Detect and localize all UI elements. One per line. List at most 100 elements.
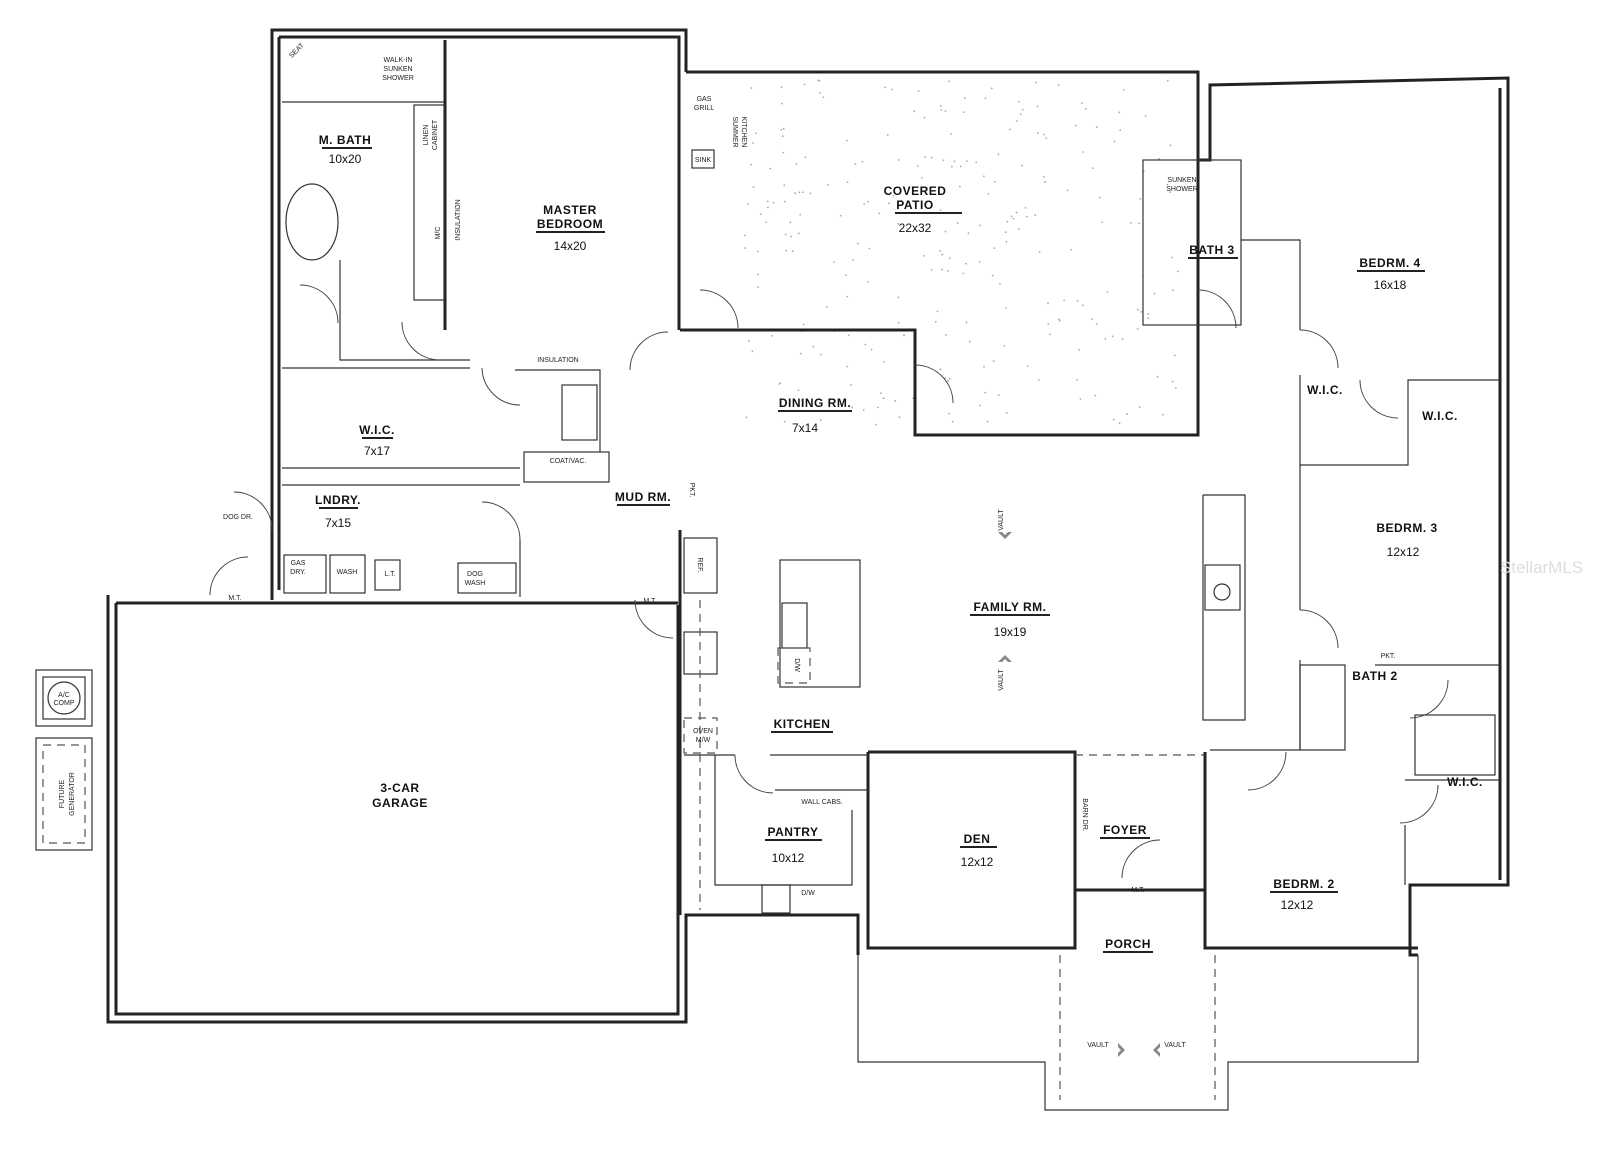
patio-stipple-dot xyxy=(1043,133,1045,136)
patio-stipple-dot xyxy=(1015,120,1018,123)
room-name: GARAGE xyxy=(372,796,428,810)
patio-stipple-dot xyxy=(958,185,961,188)
ac-label: A/C xyxy=(58,692,70,699)
room-family: FAMILY RM.19x19 xyxy=(973,600,1046,639)
patio-stipple-dot xyxy=(744,234,746,237)
patio-stipple-dot xyxy=(812,345,815,348)
patio-stipple-dot xyxy=(898,416,901,419)
room-name: PORCH xyxy=(1105,937,1151,951)
oven-label: M/W xyxy=(696,737,711,744)
patio-stipple-dot xyxy=(913,110,916,113)
room-master-wic: W.I.C.7x17 xyxy=(359,423,394,458)
patio-stipple-dot xyxy=(771,334,773,337)
patio-stipple-dot xyxy=(923,116,926,119)
pocket-door-label: PKT. xyxy=(1381,653,1396,660)
patio-stipple-dot xyxy=(1063,299,1065,302)
patio-stipple-dot xyxy=(759,213,762,216)
patio-stipple-dot xyxy=(801,191,804,194)
patio-stipple-dot xyxy=(942,159,945,162)
patio-stipple-dot xyxy=(1057,84,1060,86)
patio-stipple-dot xyxy=(783,184,786,187)
patio-stipple-dot xyxy=(1012,217,1015,220)
patio-stipple-dot xyxy=(802,323,805,326)
patio-stipple-dot xyxy=(888,202,890,205)
linen-label: LINEN xyxy=(423,125,430,146)
patio-stipple-dot xyxy=(1118,422,1121,425)
room-name: BEDRM. 4 xyxy=(1359,256,1420,270)
room-dims: 16x18 xyxy=(1374,278,1407,292)
patio-stipple-dot xyxy=(1095,323,1098,326)
room-dims: 7x15 xyxy=(325,516,351,530)
patio-stipple-dot xyxy=(1005,240,1008,243)
patio-stipple-dot xyxy=(1106,291,1109,293)
fridge-label: REF. xyxy=(696,557,703,572)
patio-stipple-dot xyxy=(916,165,919,168)
patio-stipple-dot xyxy=(1091,318,1094,320)
dog-wash-label: DOG xyxy=(467,571,483,578)
patio-stipple-dot xyxy=(990,87,993,90)
patio-stipple-dot xyxy=(790,235,792,238)
patio-stipple-dot xyxy=(987,193,990,195)
patio-stipple-dot xyxy=(1021,108,1024,111)
patio-stipple-dot xyxy=(984,391,987,394)
patio-stipple-dot xyxy=(864,343,867,346)
patio-stipple-dot xyxy=(861,160,864,163)
dog-door-label: DOG DR. xyxy=(223,514,253,521)
patio-stipple-dot xyxy=(877,406,879,409)
room-name: DINING RM. xyxy=(779,396,851,410)
room-wic-bedrm4-b: W.I.C. xyxy=(1422,409,1457,423)
patio-stipple-dot xyxy=(1006,220,1009,223)
room-bedrm-4: BEDRM. 4 16x18 xyxy=(1359,256,1420,292)
patio-stipple-dot xyxy=(948,80,950,83)
patio-stipple-dot xyxy=(1166,79,1169,82)
patio-stipple-dot xyxy=(934,320,937,323)
room-name: LNDRY. xyxy=(315,493,361,507)
laundry-tub-label: L.T. xyxy=(384,571,395,578)
room-dims: 12x12 xyxy=(961,855,994,869)
patio-stipple-dot xyxy=(1138,406,1141,408)
patio-stipple-dot xyxy=(1024,206,1027,209)
watermark: StellarMLS xyxy=(1500,558,1583,577)
sink-label: SINK xyxy=(695,157,712,164)
patio-stipple-dot xyxy=(886,134,889,136)
patio-stipple-dot xyxy=(779,398,782,401)
dishwasher-label: D/W xyxy=(801,890,815,897)
patio-stipple-dot xyxy=(766,200,769,203)
patio-stipple-dot xyxy=(1036,105,1039,108)
patio-stipple-dot xyxy=(897,223,900,225)
dishwasher-label: D/W xyxy=(793,658,800,672)
patio-stipple-dot xyxy=(956,222,959,224)
patio-stipple-dot xyxy=(950,133,952,135)
label-underlines xyxy=(319,147,1425,953)
patio-stipple-dot xyxy=(944,230,947,233)
room-name: FAMILY RM. xyxy=(973,600,1046,614)
seat-label: SEAT xyxy=(288,42,306,60)
room-name: W.I.C. xyxy=(1447,775,1483,789)
patio-stipple-dot xyxy=(993,181,996,183)
shower-label: WALK-IN xyxy=(384,57,413,64)
patio-stipple-dot xyxy=(878,212,881,215)
patio-stipple-dot xyxy=(1017,227,1020,230)
patio-stipple-dot xyxy=(1019,113,1022,116)
patio-stipple-dot xyxy=(1058,319,1061,322)
patio-stipple-dot xyxy=(1084,107,1087,110)
room-name: 3-CAR xyxy=(380,781,419,795)
room-name: BEDROOM xyxy=(537,217,603,231)
room-name: PATIO xyxy=(896,198,933,212)
room-dims: 10x12 xyxy=(772,851,805,865)
patio-stipple-dot xyxy=(940,105,942,107)
patio-stipple-dot xyxy=(1139,197,1142,200)
dryer-label: DRY. xyxy=(290,569,306,576)
mt-label: M.T. xyxy=(643,598,656,605)
room-dims: 12x12 xyxy=(1387,545,1420,559)
patio-stipple-dot xyxy=(948,257,951,260)
patio-stipple-dot xyxy=(781,135,784,138)
patio-stipple-dot xyxy=(1147,317,1150,320)
patio-stipple-dot xyxy=(1026,365,1029,368)
patio-stipple-dot xyxy=(1156,375,1159,378)
room-porch: PORCH xyxy=(1105,937,1151,951)
room-mud-rm: MUD RM. xyxy=(615,490,671,504)
patio-stipple-dot xyxy=(997,394,1000,397)
patio-stipple-dot xyxy=(1047,323,1050,325)
